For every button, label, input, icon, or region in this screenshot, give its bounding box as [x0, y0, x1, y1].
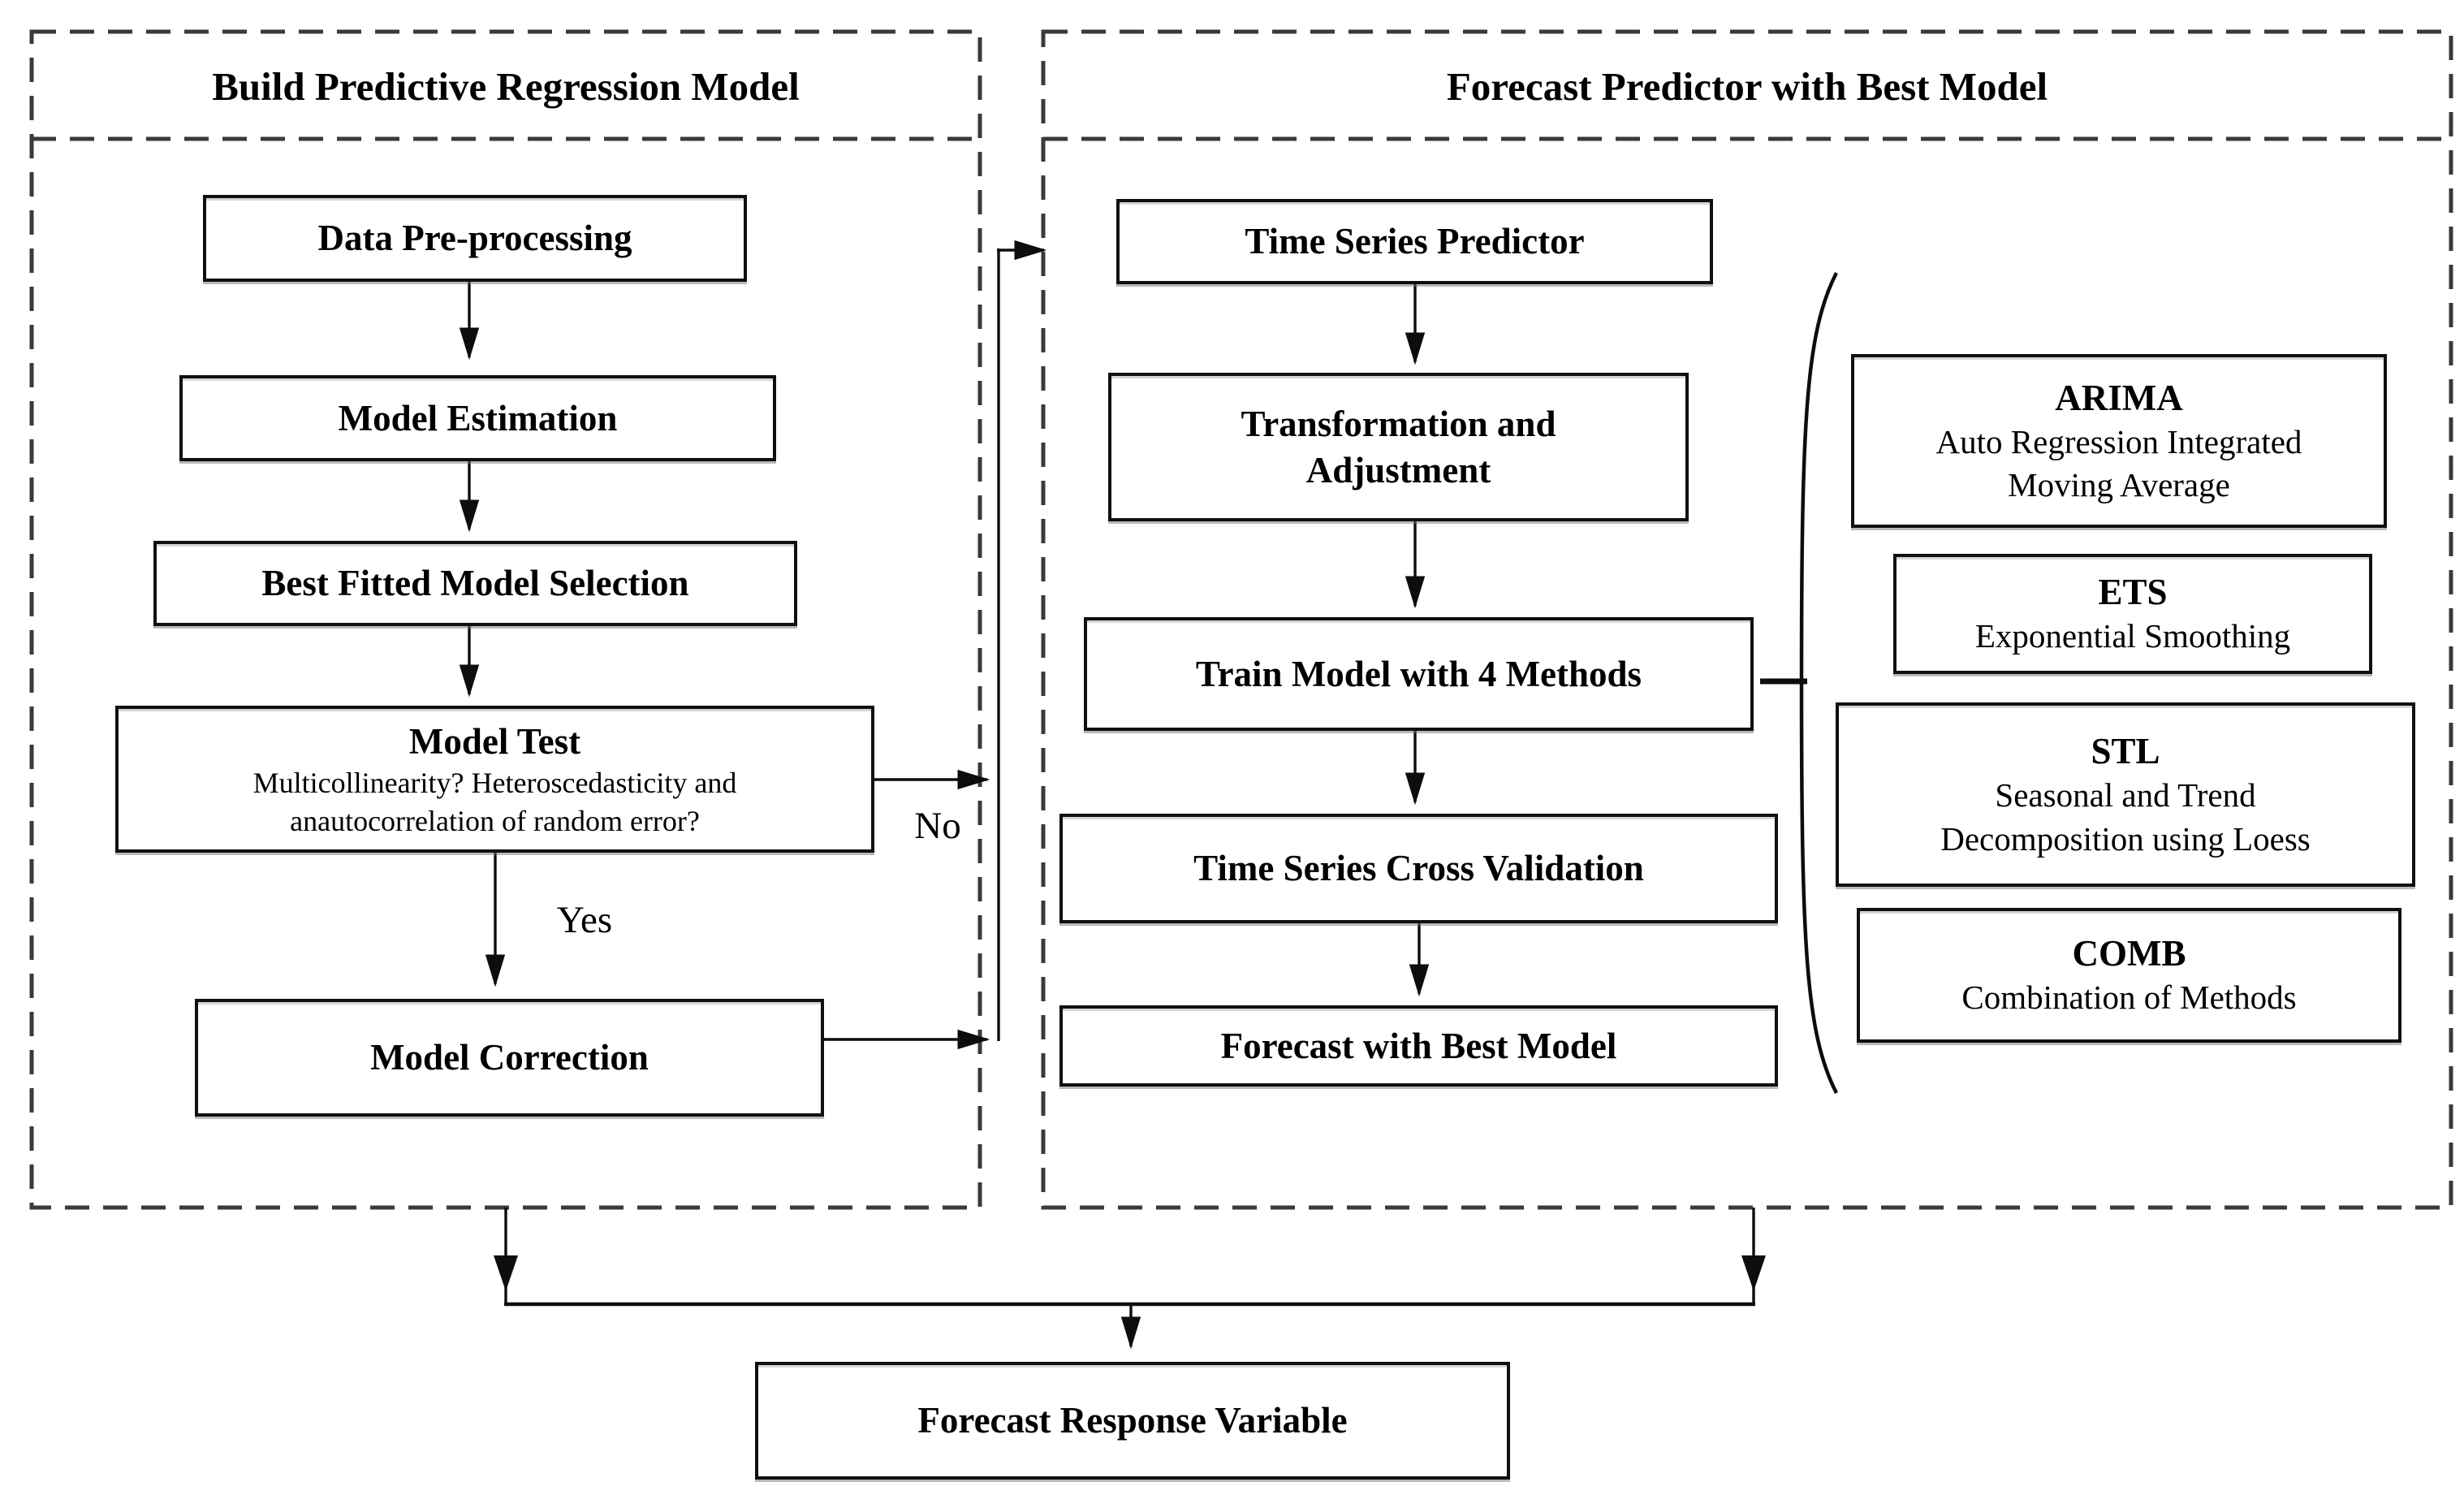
node-model-estimation: Model Estimation	[179, 375, 776, 461]
method-abbr: ETS	[2098, 572, 2168, 613]
node-time-series-cross-validation: Time Series Cross Validation	[1059, 814, 1778, 923]
node-time-series-predictor: Time Series Predictor	[1116, 199, 1713, 284]
method-abbr: ARIMA	[2055, 377, 2183, 418]
node-subline: anautocorrelation of random error?	[290, 804, 700, 837]
node-method-ets: ETS Exponential Smoothing	[1893, 554, 2372, 674]
method-line: Moving Average	[2008, 466, 2230, 504]
node-label: Model Estimation	[338, 397, 618, 439]
node-method-stl: STL Seasonal and Trend Decomposition usi…	[1836, 702, 2415, 887]
node-method-comb: COMB Combination of Methods	[1857, 908, 2401, 1043]
method-abbr: STL	[2091, 731, 2160, 772]
node-label: Best Fitted Model Selection	[261, 563, 689, 604]
right-panel-title: Forecast Predictor with Best Model	[1446, 63, 2048, 109]
method-line: Combination of Methods	[1961, 979, 2297, 1017]
edge-label-yes: Yes	[556, 898, 613, 941]
methods-brace	[1799, 271, 1839, 1095]
node-best-fitted-model-selection: Best Fitted Model Selection	[153, 541, 797, 626]
node-label: Train Model with 4 Methods	[1195, 653, 1642, 694]
node-label: Time Series Predictor	[1245, 221, 1585, 262]
node-method-arima: ARIMA Auto Regression Integrated Moving …	[1851, 354, 2387, 528]
node-label: Transformation and	[1241, 404, 1556, 445]
left-panel-title: Build Predictive Regression Model	[212, 63, 800, 109]
node-forecast-with-best-model: Forecast with Best Model	[1059, 1005, 1778, 1087]
method-line: Exponential Smoothing	[1974, 617, 2291, 655]
node-label: Model Test	[408, 720, 581, 762]
node-data-preprocessing: Data Pre-processing	[203, 195, 747, 282]
method-line: Auto Regression Integrated	[1935, 422, 2302, 460]
node-label: Time Series Cross Validation	[1193, 848, 1644, 889]
node-transformation-adjustment: Transformation and Adjustment	[1108, 373, 1689, 521]
node-train-model-4-methods: Train Model with 4 Methods	[1084, 617, 1754, 731]
node-forecast-response-variable: Forecast Response Variable	[755, 1362, 1510, 1480]
node-label: Forecast Response Variable	[917, 1400, 1348, 1441]
node-model-correction: Model Correction	[195, 999, 824, 1117]
edge-label-no: No	[914, 805, 961, 847]
method-line: Seasonal and Trend	[1995, 776, 2256, 814]
node-label: Forecast with Best Model	[1220, 1025, 1617, 1066]
method-abbr: COMB	[2072, 933, 2186, 974]
method-line: Decomposition using Loess	[1940, 819, 2311, 858]
node-label: Adjustment	[1305, 449, 1491, 490]
bottom-arrowheads	[494, 1255, 1766, 1291]
node-model-test: Model Test Multicollinearity? Heterosced…	[115, 706, 874, 853]
node-subline: Multicollinearity? Heteroscedasticity an…	[252, 766, 737, 799]
node-label: Model Correction	[370, 1037, 649, 1078]
node-label: Data Pre-processing	[317, 218, 632, 259]
